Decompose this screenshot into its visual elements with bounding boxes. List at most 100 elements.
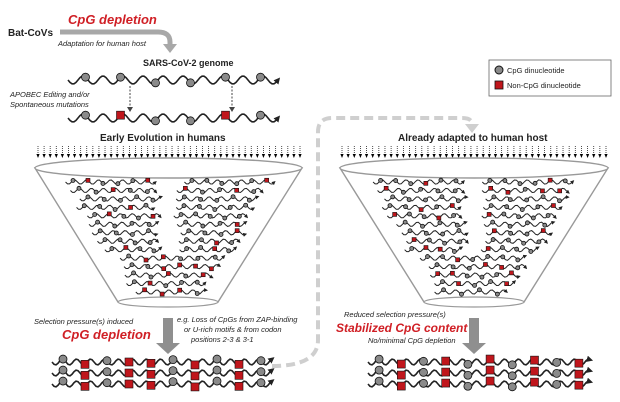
input-arrow-head — [463, 154, 467, 158]
apobec-label-line1: APOBEC Editing and/or — [9, 90, 90, 99]
cpg-marker — [532, 180, 538, 186]
cpg-marker — [419, 378, 428, 388]
non-cpg-marker — [436, 215, 442, 221]
cpg-marker — [184, 246, 190, 251]
cpg-marker — [194, 291, 200, 296]
input-arrow-head — [292, 154, 296, 158]
strand-line — [480, 246, 540, 253]
input-arrow-head — [500, 154, 504, 158]
cpg-marker — [212, 365, 222, 375]
strand-line — [429, 272, 521, 280]
cpg-marker — [507, 371, 517, 381]
input-arrow-head — [371, 154, 375, 158]
input-arrow-head — [493, 154, 498, 158]
input-arrow-head — [79, 154, 83, 158]
cpg-marker — [536, 239, 542, 245]
input-arrow-head — [91, 154, 95, 158]
cpg-marker — [126, 253, 132, 259]
cpg-marker — [179, 280, 184, 285]
cpg-marker — [229, 240, 235, 245]
cpg-marker — [113, 230, 119, 236]
cpg-marker — [100, 181, 106, 186]
cpg-marker — [477, 287, 482, 293]
input-arrow-head — [420, 154, 424, 158]
cpg-marker — [109, 246, 115, 251]
cpg-marker — [168, 377, 178, 387]
cpg-marker — [256, 72, 265, 82]
legend: CpG dinucleotide Non-CpG dinucleotide — [488, 59, 612, 97]
cpg-marker — [505, 237, 511, 243]
input-arrow-head — [481, 154, 485, 158]
input-arrow-head — [383, 154, 387, 158]
strand-line — [67, 75, 281, 85]
cpg-marker — [246, 197, 252, 203]
input-arrow-head — [42, 154, 46, 158]
cpg-marker — [102, 378, 112, 388]
input-arrow-head — [261, 154, 266, 158]
cpg-marker — [479, 274, 485, 280]
cpg-marker — [439, 194, 445, 200]
strand-line — [67, 113, 281, 123]
cpg-marker — [218, 232, 224, 237]
input-arrows-left — [36, 146, 302, 158]
strand-line — [97, 238, 160, 244]
cpg-marker — [81, 110, 90, 120]
stabilized-cpg-label: Stabilized CpG content — [336, 321, 468, 335]
cpg-marker — [488, 203, 494, 209]
input-arrow-head — [60, 154, 64, 158]
cpg-marker — [178, 256, 184, 262]
non-cpg-marker — [423, 181, 429, 186]
example-label-line1: e.g. Loss of CpGs from ZAP-binding — [177, 315, 298, 324]
output-arrow-left-shaft — [163, 318, 173, 344]
non-cpg-marker — [455, 257, 460, 263]
funnel-left-neck — [117, 296, 219, 308]
strand-line — [180, 230, 248, 237]
non-cpg-marker — [488, 186, 493, 191]
non-cpg-marker — [143, 257, 149, 263]
cpg-marker — [121, 213, 127, 219]
input-arrow-head — [506, 154, 510, 158]
cpg-marker — [487, 178, 493, 183]
cpg-marker — [198, 245, 204, 250]
cpg-marker — [217, 220, 223, 226]
cpg-marker — [145, 264, 151, 269]
cpg-marker — [117, 237, 123, 243]
input-arrow-head — [432, 154, 436, 158]
cpg-marker — [425, 254, 430, 259]
cpg-marker — [130, 232, 135, 237]
input-arrow-head — [103, 154, 107, 158]
cpg-marker — [256, 356, 266, 366]
non-cpg-marker — [145, 177, 151, 183]
genome-label: SARS-CoV-2 genome — [143, 58, 234, 68]
cpg-marker — [202, 230, 208, 236]
cpg-marker — [249, 178, 255, 184]
input-arrow-head — [444, 154, 448, 158]
strand-line — [119, 254, 226, 261]
cpg-marker — [455, 198, 461, 204]
cpg-marker — [423, 197, 428, 203]
non-cpg-marker — [146, 359, 156, 368]
non-cpg-marker — [396, 359, 406, 369]
cpg-marker — [194, 279, 200, 285]
strand-line — [434, 288, 508, 295]
funnel-left — [33, 157, 304, 308]
cpg-marker — [81, 72, 90, 82]
cpg-marker — [200, 223, 206, 229]
non-cpg-marker — [124, 368, 134, 378]
non-cpg-marker — [110, 187, 116, 192]
cpg-marker — [485, 254, 491, 259]
cpg-marker — [440, 254, 445, 260]
cpg-marker — [184, 237, 189, 243]
input-arrow-head — [66, 154, 71, 158]
cpg-marker — [452, 249, 457, 254]
input-arrow-head — [604, 154, 608, 158]
strand-line — [65, 179, 157, 186]
cpg-marker — [219, 181, 225, 186]
non-cpg-marker — [147, 280, 153, 286]
cpg-marker — [181, 194, 187, 200]
input-arrow-head — [543, 154, 547, 158]
cpg-marker — [421, 214, 427, 220]
input-arrow-head — [200, 154, 205, 158]
cpg-marker — [390, 194, 396, 200]
